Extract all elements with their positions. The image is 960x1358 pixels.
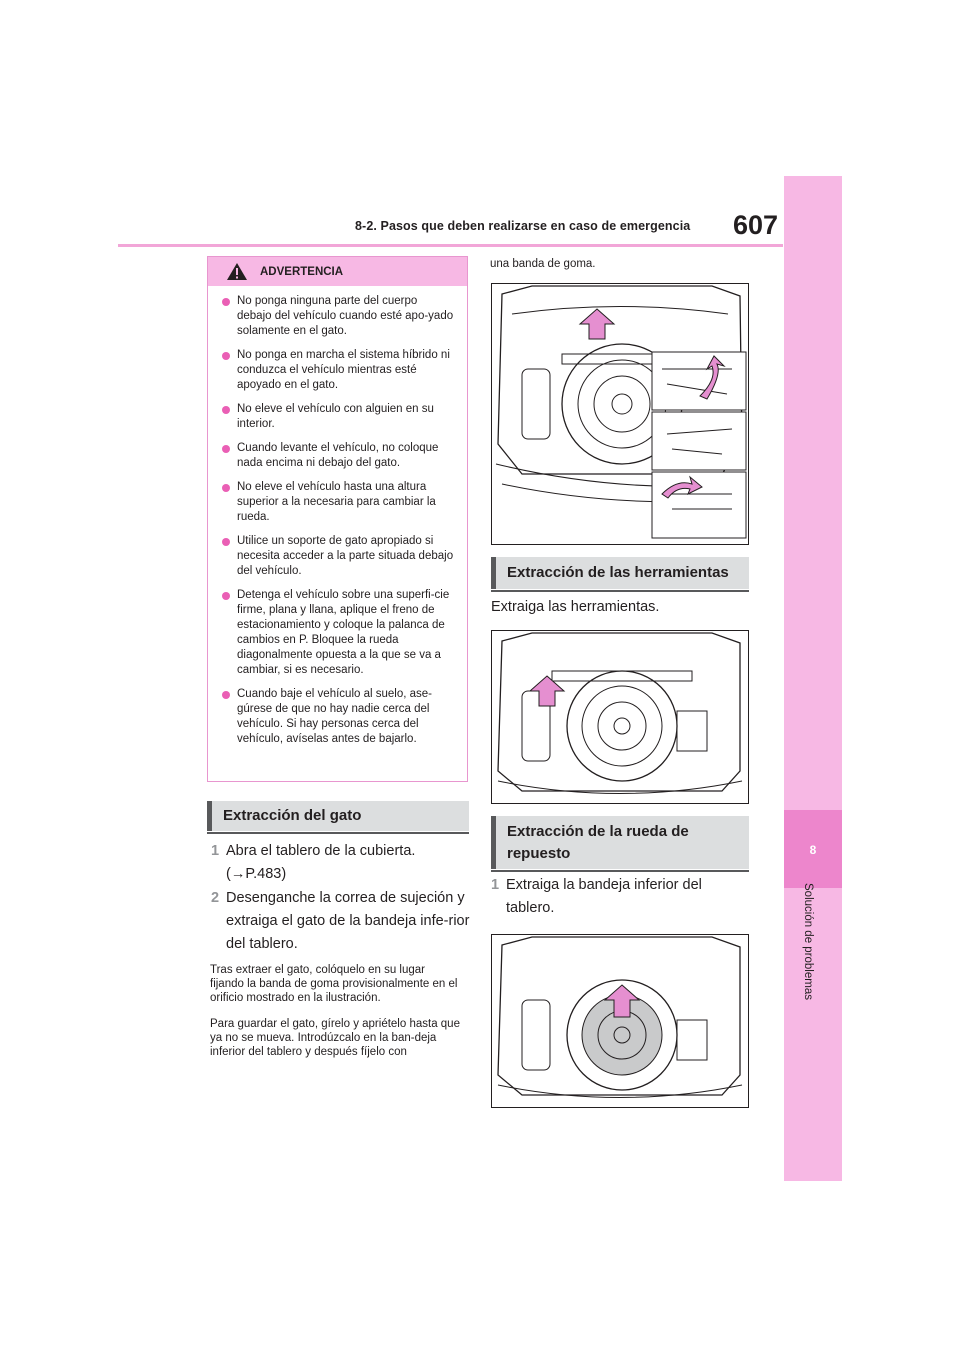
warning-item-text: No ponga en marcha el sistema híbrido ni… [237, 349, 450, 391]
spare-section-title: Extracción de la rueda de repuesto [507, 823, 689, 862]
warning-item-text: Utilice un soporte de gato apropiado si … [237, 535, 454, 577]
curved-arrow-icon [699, 355, 726, 400]
warning-item-text: Detenga el vehículo sobre una superfi-ci… [237, 589, 450, 676]
heading-underline [491, 590, 749, 592]
warning-item: No eleve el vehículo con alguien en su i… [222, 402, 455, 432]
tools-instruction: Extraiga las herramientas. [491, 599, 660, 615]
spare-section-heading: Extracción de la rueda de repuesto [491, 816, 749, 872]
warning-item: Utilice un soporte de gato apropiado si … [222, 534, 455, 579]
up-arrow-icon [528, 675, 566, 707]
up-arrow-icon [578, 308, 616, 340]
step-number: 1 [211, 843, 220, 859]
curved-arrow-icon [661, 475, 703, 499]
warning-item: Detenga el vehículo sobre una superfi-ci… [222, 588, 455, 678]
jack-section-title: Extracción del gato [223, 807, 362, 824]
warning-title: ADVERTENCIA [260, 266, 344, 278]
bullet-icon [222, 691, 230, 699]
jack-paragraph: Para guardar el gato, gírelo y apriételo… [210, 1018, 460, 1058]
bullet-icon [222, 445, 230, 453]
jack-paragraph: Tras extraer el gato, colóquelo en su lu… [210, 964, 458, 1004]
warning-item: No ponga ninguna parte del cuerpo debajo… [222, 294, 455, 339]
warning-header: ADVERTENCIA [208, 257, 467, 286]
step-number: 1 [491, 877, 500, 893]
tools-section-heading: Extracción de las herramientas [491, 557, 749, 592]
header-rule [118, 244, 783, 247]
warning-item: Cuando baje el vehículo al suelo, ase-gú… [222, 687, 455, 747]
warning-box: ADVERTENCIA No ponga ninguna parte del c… [207, 256, 468, 782]
chapter-number: 8 [809, 843, 817, 857]
heading-underline [207, 832, 469, 834]
warning-item: No ponga en marcha el sistema híbrido ni… [222, 348, 455, 393]
bullet-icon [222, 538, 230, 546]
chapter-number-tab: 8 [784, 810, 842, 888]
page-number: 607 [733, 210, 779, 240]
tools-section-title: Extracción de las herramientas [507, 564, 729, 581]
warning-item-text: Cuando levante el vehículo, no coloque n… [237, 442, 439, 469]
chapter-side-tab [784, 176, 842, 1181]
heading-underline [491, 870, 749, 872]
spare-wheel-illustration [491, 934, 749, 1108]
warning-item-text: Cuando baje el vehículo al suelo, ase-gú… [237, 688, 432, 745]
bullet-icon [222, 592, 230, 600]
warning-item: No eleve el vehículo hasta una altura su… [222, 480, 455, 525]
warning-list: No ponga ninguna parte del cuerpo debajo… [208, 286, 467, 747]
warning-item-text: No ponga ninguna parte del cuerpo debajo… [237, 295, 454, 337]
jack-section-heading: Extracción del gato [207, 801, 469, 834]
bullet-icon [222, 484, 230, 492]
tools-illustration [491, 630, 749, 804]
section-header-title: 8-2. Pasos que deben realizarse en caso … [355, 219, 691, 233]
jack-illustration [491, 283, 749, 545]
warning-item-text: No eleve el vehículo con alguien en su i… [237, 403, 434, 430]
bullet-icon [222, 298, 230, 306]
chapter-label: Solución de problemas [802, 883, 814, 1000]
spare-step: 1 Extraiga la bandeja inferior del table… [491, 874, 749, 920]
step-text: Extraiga la bandeja inferior del tablero… [506, 877, 702, 916]
jack-paragraph-continued: una banda de goma. [490, 258, 596, 270]
jack-step: 1 Abra el tablero de la cubierta. (→P.48… [211, 840, 471, 886]
bullet-icon [222, 406, 230, 414]
up-arrow-icon [603, 984, 641, 1018]
warning-item: Cuando levante el vehículo, no coloque n… [222, 441, 455, 471]
step-text: Abra el tablero de la cubierta. (→P.483) [226, 843, 416, 882]
step-number: 2 [211, 890, 220, 906]
step-text: Desenganche la correa de sujeción y extr… [226, 890, 470, 952]
jack-step: 2 Desenganche la correa de sujeción y ex… [211, 887, 471, 956]
warning-triangle-icon [227, 263, 247, 280]
chapter-label-wrap: Solución de problemas [802, 883, 824, 1043]
warning-item-text: No eleve el vehículo hasta una altura su… [237, 481, 436, 523]
bullet-icon [222, 352, 230, 360]
